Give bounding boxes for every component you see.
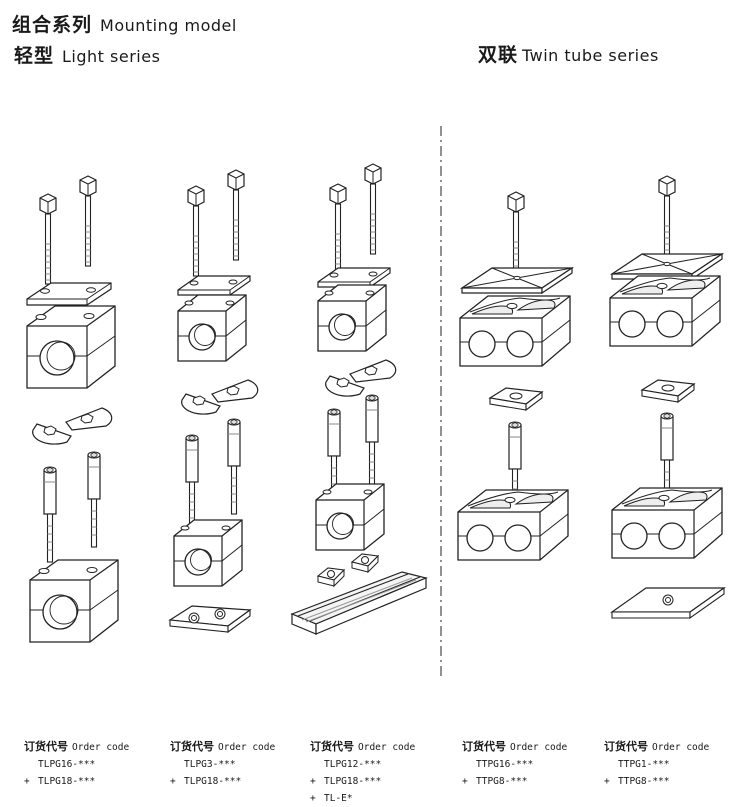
order-code-label-zh: 订货代号 <box>604 740 648 753</box>
order-code-block-2: 订货代号 Order code TLPG3-*** + TLPG18-*** <box>170 738 275 790</box>
order-code-plus: + <box>462 776 468 787</box>
order-code-value: TLPG18-*** <box>38 776 96 787</box>
heading-light-en: Light series <box>62 47 161 66</box>
assembly-col-2 <box>169 169 259 633</box>
order-code-plus: + <box>170 776 176 787</box>
order-code-plus: + <box>24 776 30 787</box>
order-code-plus: + <box>310 776 316 787</box>
assembly-col-3 <box>290 163 428 635</box>
heading-twin-zh: 双联 <box>478 44 519 66</box>
order-code-label-en: Order code <box>652 742 710 753</box>
order-code-label-zh: 订货代号 <box>310 740 354 753</box>
order-code-block-3: 订货代号 Order code TLPG12-*** + TLPG18-*** + T… <box>310 738 415 807</box>
order-code-label-en: Order code <box>218 742 276 753</box>
heading-light-series: 轻型 Light series <box>14 41 160 68</box>
order-code-value: TTPG1-*** <box>618 759 670 770</box>
assembly-col-5 <box>609 175 726 620</box>
order-code-value: TLPG18-*** <box>324 776 382 787</box>
heading-combo-zh: 组合系列 <box>12 14 93 36</box>
order-code-label-en: Order code <box>510 742 568 753</box>
assembly-col-1 <box>26 175 119 643</box>
order-code-value: TTPG16-*** <box>476 759 534 770</box>
order-code-value: TLPG18-*** <box>184 776 242 787</box>
heading-twin-en: Twin tube series <box>522 46 659 65</box>
order-code-block-5: 订货代号 Order code TTPG1-*** + TTPG8-*** <box>604 738 709 790</box>
order-code-plus: + <box>604 776 610 787</box>
order-code-value: TLPG3-*** <box>184 759 236 770</box>
order-code-label-en: Order code <box>358 742 416 753</box>
order-code-value: TL-E* <box>324 793 353 804</box>
order-code-label-zh: 订货代号 <box>170 740 214 753</box>
order-code-plus: + <box>310 793 316 804</box>
order-code-value: TLPG16-*** <box>38 759 96 770</box>
order-code-value: TTPG8-*** <box>618 776 670 787</box>
order-code-label-zh: 订货代号 <box>24 740 68 753</box>
order-code-label-en: Order code <box>72 742 130 753</box>
assembly-col-4 <box>457 191 573 561</box>
order-code-block-4: 订货代号 Order code TTPG16-*** + TTPG8-*** <box>462 738 567 790</box>
order-code-value: TTPG8-*** <box>476 776 528 787</box>
heading-combo-en: Mounting model <box>100 16 237 35</box>
heading-light-zh: 轻型 <box>14 45 55 67</box>
order-code-value: TLPG12-*** <box>324 759 382 770</box>
heading-mounting-model: 组合系列 Mounting model <box>12 10 237 37</box>
order-code-block-1: 订货代号 Order code TLPG16-*** + TLPG18-*** <box>24 738 129 790</box>
order-code-label-zh: 订货代号 <box>462 740 506 753</box>
